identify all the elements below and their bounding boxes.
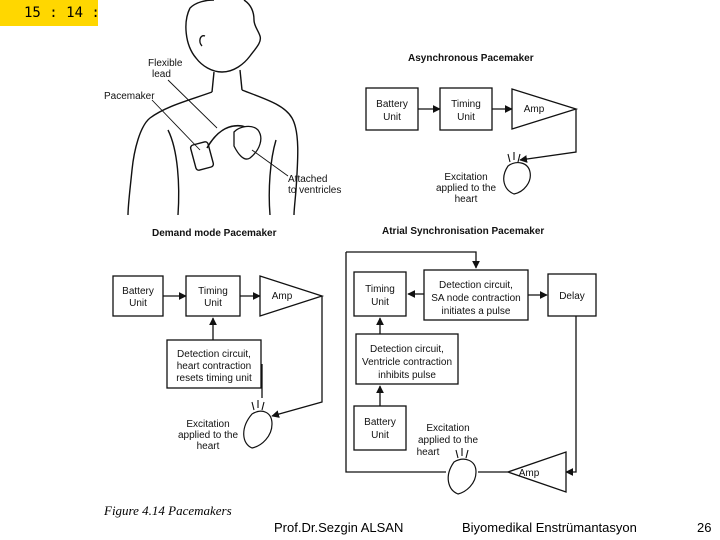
label-flexible-line2: lead (152, 69, 171, 80)
atrial-excitation-line3: heart (417, 447, 440, 458)
demand-timing-line1: Timing (198, 286, 228, 297)
body-illustration (127, 0, 299, 216)
atrial-amp-label: Amp (519, 468, 540, 479)
async-title: Asynchronous Pacemaker (408, 53, 534, 64)
demand-excitation-line1: Excitation (186, 419, 229, 430)
atrial-battery-line1: Battery (364, 417, 396, 428)
atrial-detection-v-line2: Ventricle contraction (362, 357, 452, 368)
async-excitation-line2: applied to the (436, 183, 496, 194)
async-timing-line1: Timing (451, 99, 481, 110)
footer-course: Biyomedikal Enstrümantasyon (462, 520, 637, 535)
atrial-timing-box (353, 271, 407, 317)
atrial-timing-line1: Timing (365, 284, 395, 295)
async-timing-box (439, 87, 493, 131)
atrial-heart-icon (447, 458, 477, 495)
atrial-detection-v-box (355, 333, 459, 385)
label-attached-line2: to ventricles (288, 185, 341, 196)
figure-caption: Figure 4.14 Pacemakers (104, 503, 232, 518)
atrial-amp-triangle (506, 451, 567, 493)
demand-detection-line1: Detection circuit, (177, 349, 251, 360)
async-amp-triangle (511, 88, 579, 130)
atrial-title: Atrial Synchronisation Pacemaker (382, 226, 544, 237)
page-number: 26 (697, 520, 712, 535)
atrial-delay-box (547, 273, 597, 317)
async-timing-line2: Unit (457, 112, 475, 123)
async-excitation-line1: Excitation (444, 172, 487, 183)
leader-line-pacemaker (151, 99, 201, 151)
async-heart-icon (503, 162, 531, 195)
demand-title: Demand mode Pacemaker (152, 228, 277, 239)
figure-panel: Flexible lead Pacemaker Attached to vent… (98, 0, 608, 522)
demand-heart-icon (243, 410, 273, 449)
demand-battery-line1: Battery (122, 286, 154, 297)
atrial-battery-line2: Unit (371, 430, 389, 441)
demand-detection-line3: resets timing unit (176, 373, 252, 384)
leader-line-attached (251, 149, 289, 177)
demand-excitation-line3: heart (197, 441, 220, 452)
async-battery-line1: Battery (376, 99, 408, 110)
atrial-detection-v-line1: Detection circuit, (370, 344, 444, 355)
atrial-detection-sa-line2: SA node contraction (431, 293, 521, 304)
demand-detection-box (166, 339, 262, 389)
pacemaker-device-icon (189, 141, 215, 171)
footer-author: Prof.Dr.Sezgin ALSAN (274, 520, 404, 535)
demand-excitation-line2: applied to the (178, 430, 238, 441)
atrial-excitation-line1: Excitation (426, 423, 469, 434)
atrial-battery-box (353, 405, 407, 451)
atrial-delay-label: Delay (559, 291, 585, 302)
demand-amp-triangle (259, 275, 325, 317)
pacemaker-figure: Flexible lead Pacemaker Attached to vent… (104, 0, 597, 495)
async-amp-label: Amp (524, 104, 545, 115)
demand-amp-label: Amp (272, 291, 293, 302)
demand-timing-line2: Unit (204, 298, 222, 309)
atrial-detection-sa-box (423, 269, 529, 321)
async-battery-line2: Unit (383, 112, 401, 123)
label-flexible-line1: Flexible (148, 58, 183, 69)
atrial-timing-line2: Unit (371, 297, 389, 308)
atrial-detection-sa-line3: initiates a pulse (442, 306, 511, 317)
async-excitation-line3: heart (455, 194, 478, 205)
label-attached-line1: Attached (288, 174, 327, 185)
leader-line-lead (167, 79, 218, 129)
label-pacemaker: Pacemaker (104, 91, 155, 102)
demand-battery-line2: Unit (129, 298, 147, 309)
demand-detection-line2: heart contraction (177, 361, 252, 372)
atrial-detection-v-line3: inhibits pulse (378, 370, 436, 381)
chest-heart-icon (233, 125, 262, 160)
atrial-excitation-line2: applied to the (418, 435, 478, 446)
demand-timing-box (185, 275, 241, 317)
atrial-detection-sa-line1: Detection circuit, (439, 280, 513, 291)
